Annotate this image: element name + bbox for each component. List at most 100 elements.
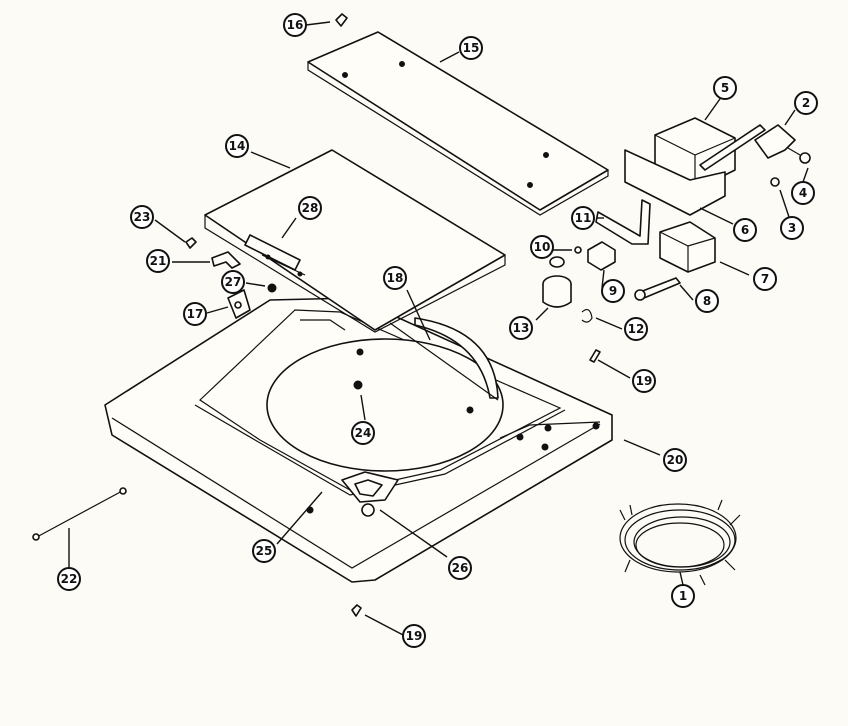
callout-circle	[252, 539, 276, 563]
callout-c1: 1	[671, 584, 695, 608]
callout-circle	[351, 421, 375, 445]
callout-c24: 24	[351, 421, 375, 445]
callout-c26: 26	[448, 556, 472, 580]
callout-c21: 21	[146, 249, 170, 273]
callout-label: 17	[187, 307, 204, 321]
callout-c28: 28	[298, 196, 322, 220]
lid-switch	[659, 221, 716, 273]
callout-label: 21	[150, 254, 167, 268]
bracket-11	[595, 199, 651, 245]
callout-label: 20	[667, 453, 684, 467]
callout-label: 8	[703, 294, 711, 308]
callout-c19a: 19	[632, 369, 656, 393]
callout-circle	[671, 584, 695, 608]
callout-label: 25	[256, 544, 273, 558]
callout-label: 12	[628, 322, 645, 336]
callout-label: 22	[61, 572, 78, 586]
callout-c16: 16	[283, 13, 307, 37]
lid	[204, 149, 506, 333]
callout-group: 1234567891011121314151617181919202122232…	[57, 13, 818, 648]
callout-label: 4	[799, 186, 807, 200]
callout-c25: 25	[252, 539, 276, 563]
callout-circle	[780, 216, 804, 240]
callout-circle	[791, 181, 815, 205]
callout-label: 7	[761, 272, 769, 286]
callout-label: 10	[534, 240, 551, 254]
callout-label: 13	[513, 321, 530, 335]
callout-label: 11	[575, 211, 592, 225]
callout-label: 24	[355, 426, 372, 440]
screw-3	[770, 177, 780, 187]
callout-c9: 9	[601, 279, 625, 303]
control-panel-back	[307, 31, 609, 216]
callout-c18: 18	[383, 266, 407, 290]
callout-circle	[663, 448, 687, 472]
washer-27	[267, 283, 277, 293]
wire-harness	[619, 499, 741, 586]
switch-part-2	[754, 124, 811, 164]
callout-label: 19	[406, 629, 423, 643]
callout-c15: 15	[459, 36, 483, 60]
callout-circle	[509, 316, 533, 340]
callout-circle	[221, 270, 245, 294]
callout-circle	[632, 369, 656, 393]
callout-c22: 22	[57, 567, 81, 591]
callout-label: 14	[229, 139, 246, 153]
clip-9	[587, 241, 616, 271]
callout-circle	[146, 249, 170, 273]
drain-fitting	[341, 471, 399, 517]
actuator-13	[542, 256, 572, 308]
callout-label: 9	[609, 284, 617, 298]
bracket-21	[211, 251, 241, 269]
callout-label: 18	[387, 271, 404, 285]
switch-housing	[624, 117, 766, 216]
callout-c5: 5	[713, 76, 737, 100]
callout-c12: 12	[624, 317, 648, 341]
screw-19b	[351, 604, 362, 617]
screw-8	[634, 277, 681, 301]
callout-label: 6	[741, 223, 749, 237]
callout-circle	[183, 302, 207, 326]
callout-c3: 3	[780, 216, 804, 240]
callout-circle	[298, 196, 322, 220]
callout-circle	[459, 36, 483, 60]
callout-c17: 17	[183, 302, 207, 326]
callout-circle	[383, 266, 407, 290]
callout-c19b: 19	[402, 624, 426, 648]
callout-circle	[794, 91, 818, 115]
callout-circle	[733, 218, 757, 242]
callout-circle	[530, 235, 554, 259]
callout-c4: 4	[791, 181, 815, 205]
rod-22	[32, 487, 127, 541]
screw-16	[335, 13, 348, 27]
callout-label: 15	[463, 41, 480, 55]
spring-clip-12	[581, 308, 593, 323]
callout-circle	[225, 134, 249, 158]
callout-circle	[571, 206, 595, 230]
callout-circle	[713, 76, 737, 100]
callout-label: 1	[679, 589, 687, 603]
callout-circle	[601, 279, 625, 303]
callout-label: 26	[452, 561, 469, 575]
callout-c23: 23	[130, 205, 154, 229]
callout-c13: 13	[509, 316, 533, 340]
callout-label: 19	[636, 374, 653, 388]
screw-10	[574, 246, 582, 254]
leader-lines	[68, 21, 809, 637]
callout-c27: 27	[221, 270, 245, 294]
callout-label: 28	[302, 201, 319, 215]
callout-c14: 14	[225, 134, 249, 158]
callout-c6: 6	[733, 218, 757, 242]
callout-circle	[624, 317, 648, 341]
callout-circle	[57, 567, 81, 591]
callout-label: 23	[134, 210, 151, 224]
callout-circle	[402, 624, 426, 648]
callout-label: 2	[802, 96, 810, 110]
callout-circle	[695, 289, 719, 313]
callout-c11: 11	[571, 206, 595, 230]
callout-c2: 2	[794, 91, 818, 115]
callout-c20: 20	[663, 448, 687, 472]
callout-circle	[130, 205, 154, 229]
callout-circle	[753, 267, 777, 291]
